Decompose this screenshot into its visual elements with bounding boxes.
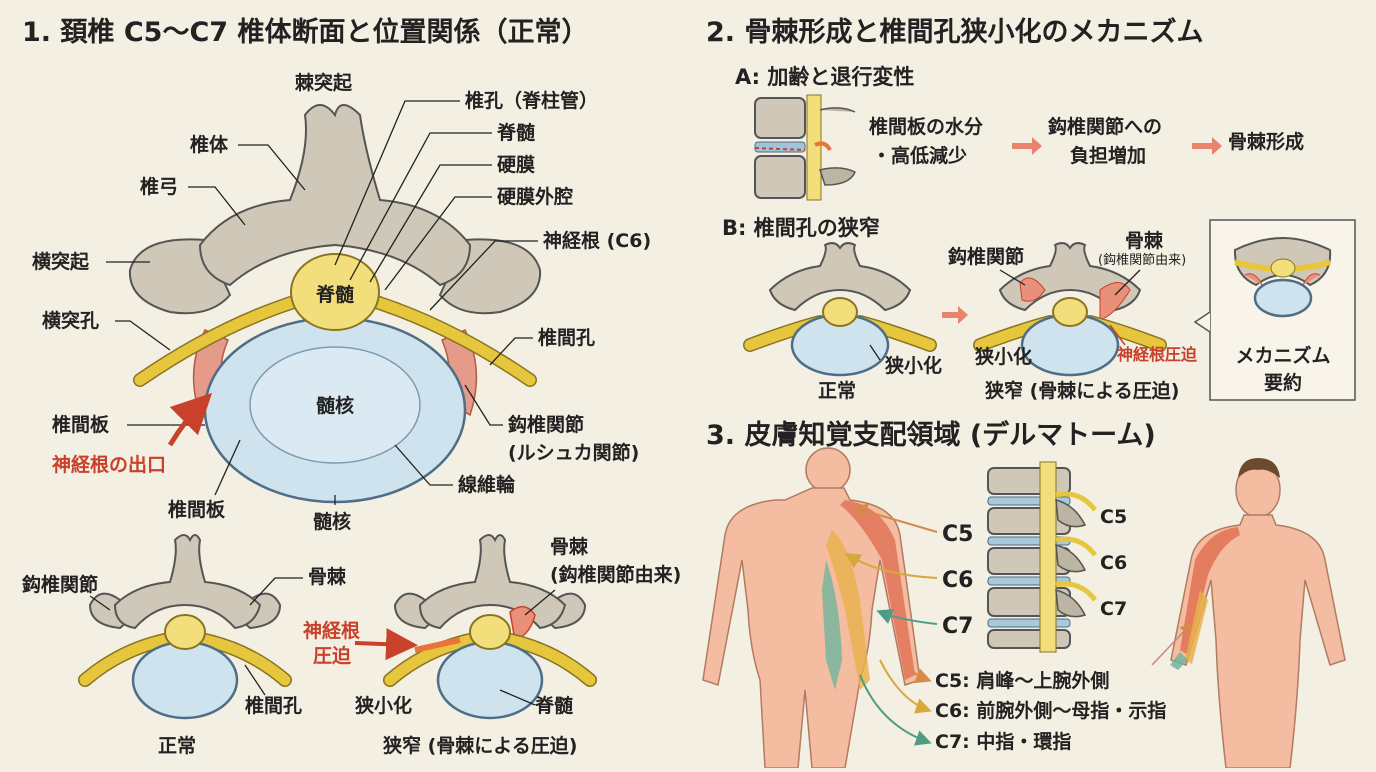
bottom-label-normal: 正常 [158, 734, 196, 757]
b-label-narrow: 狭小化 [974, 345, 1032, 368]
spinal-cord [290, 253, 380, 331]
nucleus-center-label: 髄核 [316, 394, 354, 417]
vertebra-cross-section: 脊髄 髄核 [128, 104, 542, 504]
spine-side-view [754, 94, 856, 201]
nucleus-pulposus [249, 346, 421, 464]
body-back-view [702, 447, 921, 769]
root-exit-arrow [167, 392, 213, 447]
legend-c6: C6: 前腕外側〜母指・示指 [935, 699, 1166, 722]
cervical-spine-column [987, 461, 1097, 653]
body-front-view [1170, 458, 1346, 769]
b-label-stenosis: 狭窄 (骨棘による圧迫) [984, 379, 1179, 402]
label-disc-bottom: 椎間板 [168, 498, 226, 521]
vertebral-arch [198, 104, 472, 287]
small-vertebra-stenosis [383, 534, 597, 720]
dermatome-c7-back [822, 560, 842, 690]
dermatome-c5-back [840, 500, 915, 680]
level-label-c5: C5 [942, 522, 973, 547]
flow2-line2: 負担増加 [1070, 144, 1146, 167]
summary-line2: 要約 [1264, 371, 1302, 394]
bottom-label-foramen: 椎間孔 [245, 694, 302, 717]
flow3: 骨棘形成 [1228, 130, 1304, 153]
b-label-uncov: 鈎椎関節 [948, 245, 1024, 268]
cord-center-label: 脊髄 [315, 283, 354, 306]
label-spinous: 棘突起 [295, 71, 353, 94]
flow1-line1: 椎間板の水分 [869, 115, 983, 138]
bottom-label-spur: 骨棘 [308, 566, 347, 588]
legend-c5: C5: 肩峰〜上腕外側 [935, 669, 1109, 692]
flow-arrow-1 [1012, 137, 1042, 155]
spine-level-c6: C6 [1100, 552, 1127, 574]
left-nerve-root [134, 294, 306, 386]
bottom-label-spur2-sub: (鈎椎関節由来) [550, 563, 681, 586]
bottom-label-cord: 脊髄 [534, 694, 573, 717]
small-vertebra-normal [78, 534, 292, 720]
b-label-spur-sub: (鈎椎関節由来) [1098, 253, 1186, 268]
summary-line1: メカニズム [1235, 344, 1330, 367]
label-transverse-foramen: 横突孔 [42, 309, 99, 332]
section2-b-title: B: 椎間孔の狭窄 [722, 216, 880, 240]
b-label-normal: 正常 [818, 379, 856, 402]
summary-mini-vertebra [1233, 236, 1332, 318]
label-lamina: 椎弓 [140, 175, 178, 198]
label-body: 椎体 [190, 133, 229, 156]
label-root-exit: 神経根の出口 [52, 453, 166, 476]
section-1: 1. 頚椎 C5〜C7 椎体断面と位置関係（正常） 脊髄 髄核 棘突起 [22, 16, 681, 757]
section-2: 2. 骨棘形成と椎間孔狭小化のメカニズム A: 加齢と退行変性 椎間板の水分 ・… [706, 16, 1356, 402]
label-root: 神経根 (C6) [543, 229, 651, 252]
section1-title: 1. 頚椎 C5〜C7 椎体断面と位置関係（正常） [22, 16, 588, 48]
level-label-c7: C7 [942, 614, 973, 639]
label-canal: 椎孔（脊柱管） [465, 89, 598, 112]
section-3: 3. 皮膚知覚支配領域 (デルマトーム) C5 C6 C7 [702, 419, 1346, 769]
dermatome-c7-front [1170, 652, 1188, 670]
b-label-spur: 骨棘 [1125, 230, 1164, 252]
label-nucleus-bottom: 髄核 [313, 510, 351, 533]
b-vertebra-normal [743, 242, 937, 377]
b-label-compress: 神経根圧迫 [1117, 345, 1198, 364]
b-arrow [942, 306, 968, 324]
label-dura: 硬膜 [497, 153, 535, 176]
label-epidural: 硬膜外腔 [497, 185, 573, 208]
section2-a-title: A: 加齢と退行変性 [735, 65, 914, 89]
label-cord: 脊髄 [496, 121, 535, 144]
label-uncov2: (ルシュカ関節) [508, 441, 639, 464]
bottom-label-stenosis: 狭窄 (骨棘による圧迫) [382, 734, 577, 757]
level-label-c6: C6 [942, 568, 973, 593]
label-transverse: 横突起 [32, 250, 90, 273]
spine-level-c5: C5 [1100, 506, 1127, 528]
bottom-label-narrow: 狭小化 [354, 694, 412, 717]
bottom-label-uncov: 鈎椎関節 [22, 573, 98, 596]
flow1-line2: ・高低減少 [872, 144, 967, 167]
label-annulus: 線維輪 [458, 473, 516, 496]
right-nerve-root [364, 294, 536, 386]
flow2-line1: 鈎椎関節への [1048, 115, 1162, 138]
b-label-narrow-left: 狭小化 [884, 354, 942, 377]
b-vertebra-stenosis [973, 242, 1167, 377]
label-uncov1: 鈎椎関節 [508, 413, 584, 436]
label-disc: 椎間板 [52, 413, 110, 436]
spine-level-c7: C7 [1100, 598, 1127, 620]
compress-arrow [354, 628, 418, 661]
legend-c7: C7: 中指・環指 [935, 730, 1071, 753]
bottom-label-compress1: 神経根 [303, 619, 360, 642]
label-foramen: 椎間孔 [538, 326, 595, 349]
dermatome-c6-back [826, 530, 870, 690]
section3-title: 3. 皮膚知覚支配領域 (デルマトーム) [706, 419, 1156, 451]
bottom-label-compress2: 圧迫 [313, 644, 351, 667]
section2-title: 2. 骨棘形成と椎間孔狭小化のメカニズム [706, 16, 1203, 48]
bottom-label-spur2: 骨棘 [550, 536, 589, 558]
flow-arrow-2 [1192, 137, 1222, 155]
dermatome-c6-front [1185, 590, 1208, 664]
